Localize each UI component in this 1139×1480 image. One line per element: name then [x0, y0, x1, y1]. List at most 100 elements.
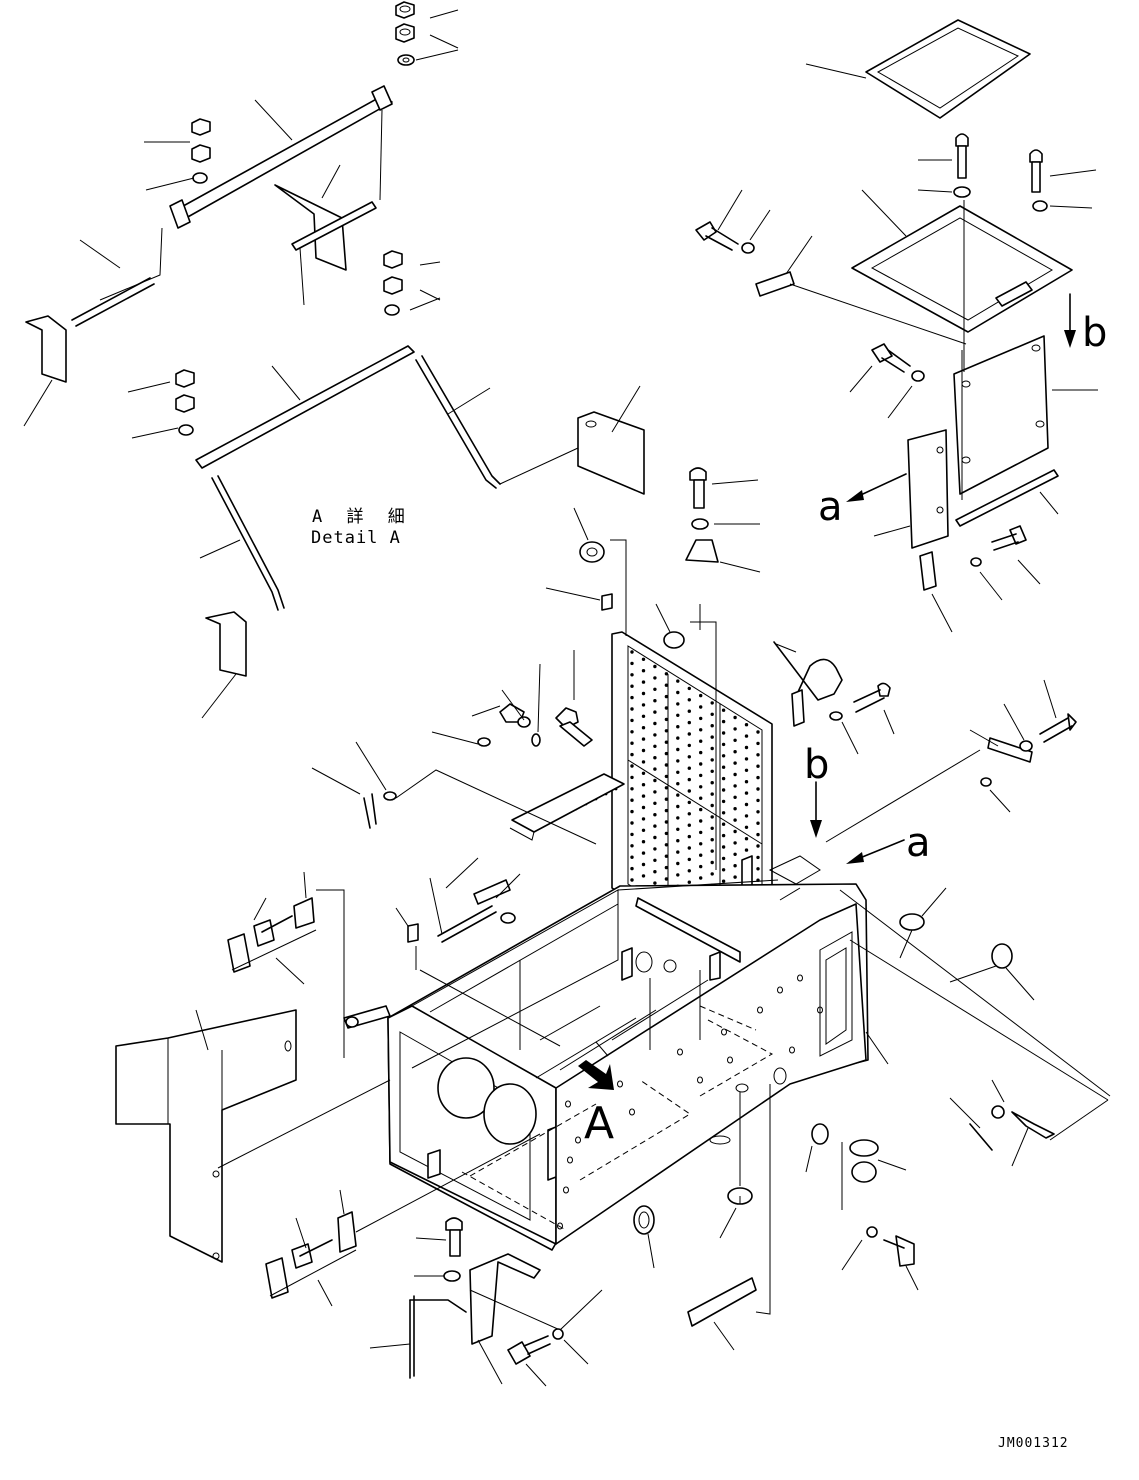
perforation-dot — [710, 781, 714, 785]
perforation-dot — [676, 816, 680, 820]
perforation-dot — [744, 734, 749, 738]
perforation-dot — [653, 801, 657, 805]
frame-hole — [817, 1006, 823, 1014]
perforation-dot — [653, 870, 657, 874]
perforation-dot — [733, 818, 737, 822]
perforation-dot — [756, 764, 760, 768]
perforation-dot — [721, 742, 726, 747]
perforation-dot — [756, 867, 760, 871]
drawing-number: JM001312 — [998, 1436, 1069, 1451]
perforation-dot — [653, 756, 657, 760]
perforation-dot — [721, 731, 726, 735]
perforation-dot — [641, 840, 646, 844]
perforation-dot — [744, 791, 749, 795]
perforation-dot — [744, 745, 749, 750]
perforation-dot — [744, 780, 749, 784]
perforation-dot — [687, 880, 691, 884]
perforation-dot — [687, 869, 691, 873]
perforation-dot — [664, 774, 669, 779]
perforation-dot — [710, 826, 714, 830]
perforation-dot — [710, 792, 714, 796]
perforation-dot — [664, 683, 669, 687]
perforation-dot — [664, 820, 669, 824]
perforation-dot — [653, 664, 657, 669]
perforation-dot — [721, 811, 726, 815]
perforation-dot — [664, 694, 669, 699]
perforation-dot — [676, 747, 680, 752]
perforation-dot — [630, 866, 634, 871]
perforation-dot — [710, 849, 714, 853]
perforation-dot — [664, 854, 669, 858]
perforation-dot — [687, 686, 691, 691]
perforation-dot — [641, 771, 646, 775]
perforation-dot — [710, 724, 714, 728]
perforation-dot — [733, 852, 737, 856]
perforation-dot — [699, 705, 703, 709]
perforation-dot — [676, 827, 680, 831]
view-label-a-upper: a — [818, 484, 843, 530]
perforation-dot — [756, 844, 760, 848]
perforation-dot — [699, 716, 703, 721]
perforation-dot — [664, 717, 669, 722]
perforation-dot — [664, 763, 669, 767]
lower-rod-assembly — [127, 250, 645, 719]
perforation-dot — [641, 680, 646, 684]
perforation-dot — [664, 877, 669, 881]
perforation-dot — [699, 807, 703, 812]
nut-pair-top — [395, 1, 415, 66]
frame-hole — [757, 1006, 763, 1014]
perforation-dot — [676, 839, 680, 843]
perforation-dot — [687, 812, 691, 816]
perforation-dot — [664, 843, 669, 847]
perforation-dot — [687, 789, 691, 793]
perforation-dot — [641, 691, 646, 696]
perforation-dot — [641, 669, 646, 673]
frame-hole — [557, 1222, 563, 1230]
perforation-dot — [676, 873, 680, 877]
perforation-dot — [687, 709, 691, 713]
perforation-dot — [756, 821, 760, 825]
view-label-A: A — [584, 1098, 614, 1149]
perforation-dot — [630, 718, 634, 723]
perforation-dot — [630, 775, 634, 780]
perforation-dot — [710, 701, 714, 705]
perforation-dot — [756, 832, 760, 837]
perforation-dot — [664, 706, 669, 710]
frame-hole — [727, 1056, 733, 1064]
detail-title-en: Detail A — [311, 528, 401, 548]
perforation-dot — [721, 868, 726, 872]
perforation-dot — [733, 829, 737, 834]
perforation-dot — [756, 730, 760, 734]
perforation-dot — [676, 690, 680, 695]
perforation-dot — [733, 875, 737, 879]
perforation-dot — [710, 815, 714, 819]
perforation-dot — [676, 804, 680, 809]
frame-hole — [563, 1186, 569, 1194]
perforation-dot — [641, 862, 646, 867]
frame-hole — [567, 1156, 573, 1164]
perforation-dot — [653, 835, 657, 840]
perforation-dot — [641, 817, 646, 821]
perforation-dot — [641, 874, 646, 878]
perforation-dot — [744, 802, 749, 807]
perforation-dot — [733, 738, 737, 742]
perforation-dot — [653, 733, 657, 737]
perforation-dot — [687, 834, 691, 839]
perforation-dot — [699, 750, 703, 755]
perforation-dot — [630, 730, 634, 734]
perforation-dot — [630, 764, 634, 768]
perforation-dot — [733, 841, 737, 845]
perforation-dot — [630, 844, 634, 848]
perforation-dot — [721, 708, 726, 712]
perforation-dot — [653, 881, 657, 885]
perforation-dot — [653, 710, 657, 714]
perforation-dot — [630, 684, 634, 688]
perforation-dot — [653, 778, 657, 783]
perforation-dot — [630, 661, 634, 666]
perforation-dot — [733, 750, 737, 754]
perforation-dot — [653, 699, 657, 703]
perforation-dot — [721, 833, 726, 838]
perforation-dot — [699, 785, 703, 789]
perforation-dot — [744, 757, 749, 761]
perforation-dot — [687, 800, 691, 805]
